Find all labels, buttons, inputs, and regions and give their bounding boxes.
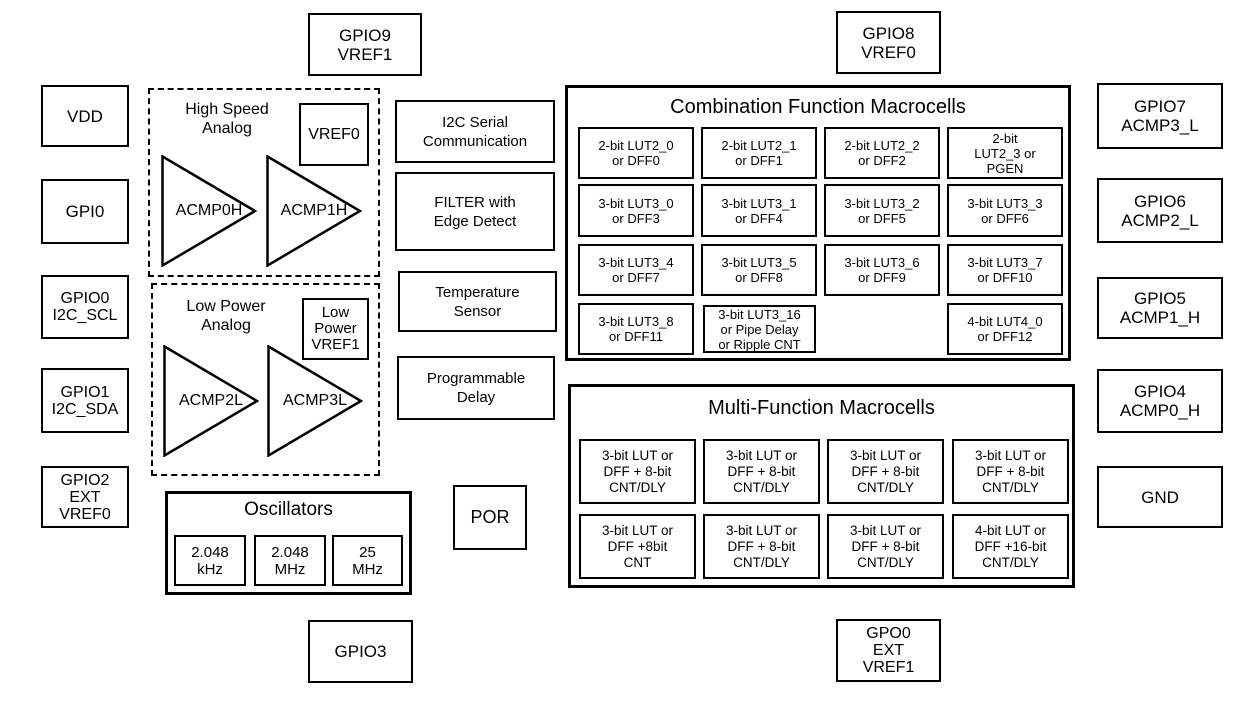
macrocell-lut3-5: 3-bit LUT3_5 or DFF8: [701, 244, 817, 296]
macrocell-lut2-1: 2-bit LUT2_1 or DFF1: [701, 127, 817, 179]
pin-vdd: VDD: [41, 85, 129, 147]
pin-gpio3: GPIO3: [308, 620, 413, 683]
pin-gpio8-vref0: GPIO8 VREF0: [836, 11, 941, 74]
high-speed-analog-section: High Speed Analog VREF0 ACMP0H ACMP1H: [148, 88, 380, 277]
pin-gpi0: GPI0: [41, 179, 129, 244]
i2c-serial-communication-block: I2C Serial Communication: [395, 100, 555, 163]
pin-gnd: GND: [1097, 466, 1223, 528]
macrocell-lut3-3: 3-bit LUT3_3 or DFF6: [947, 184, 1063, 237]
mf-macrocell-3: 3-bit LUT or DFF + 8-bit CNT/DLY: [827, 439, 944, 504]
high-speed-analog-title: High Speed Analog: [185, 101, 269, 137]
mf-macrocell-2: 3-bit LUT or DFF + 8-bit CNT/DLY: [703, 439, 820, 504]
macrocell-lut3-0: 3-bit LUT3_0 or DFF3: [578, 184, 694, 237]
macrocell-lut3-6: 3-bit LUT3_6 or DFF9: [824, 244, 940, 296]
pin-gpio6-acmp2l: GPIO6 ACMP2_L: [1097, 178, 1223, 243]
macrocell-lut2-0: 2-bit LUT2_0 or DFF0: [578, 127, 694, 179]
macrocell-lut3-16: 3-bit LUT3_16 or Pipe Delay or Ripple CN…: [703, 305, 816, 353]
acmp0h-label: ACMP0H: [175, 202, 243, 219]
temperature-sensor-block: Temperature Sensor: [398, 271, 557, 332]
osc-25mhz: 25 MHz: [332, 535, 403, 586]
comparator-triangle-icon: [267, 345, 363, 457]
combination-macrocells-title: Combination Function Macrocells: [670, 96, 966, 118]
mf-macrocell-4: 3-bit LUT or DFF + 8-bit CNT/DLY: [952, 439, 1069, 504]
oscillators-section: Oscillators 2.048 kHz 2.048 MHz 25 MHz: [165, 491, 412, 595]
vref0-block: VREF0: [299, 103, 369, 166]
comparator-triangle-icon: [161, 155, 257, 267]
mf-macrocell-7: 3-bit LUT or DFF + 8-bit CNT/DLY: [827, 514, 944, 579]
mf-macrocell-6: 3-bit LUT or DFF + 8-bit CNT/DLY: [703, 514, 820, 579]
pin-gpio5-acmp1h: GPIO5 ACMP1_H: [1097, 277, 1223, 339]
pin-gpio4-acmp0h: GPIO4 ACMP0_H: [1097, 369, 1223, 433]
macrocell-lut3-4: 3-bit LUT3_4 or DFF7: [578, 244, 694, 296]
acmp1h-comparator: ACMP1H: [266, 155, 362, 267]
pin-gpio0-i2c-scl: GPIO0 I2C_SCL: [41, 275, 129, 339]
mf-macrocell-1: 3-bit LUT or DFF + 8-bit CNT/DLY: [579, 439, 696, 504]
acmp3l-label: ACMP3L: [282, 392, 348, 409]
macrocell-lut3-8: 3-bit LUT3_8 or DFF11: [578, 303, 694, 355]
multifunction-macrocells-title: Multi-Function Macrocells: [708, 397, 935, 419]
comparator-triangle-icon: [163, 345, 259, 457]
filter-edge-detect-block: FILTER with Edge Detect: [395, 172, 555, 251]
pin-gpio2-ext-vref0: GPIO2 EXT VREF0: [41, 466, 129, 528]
low-power-analog-title: Low Power Analog: [186, 298, 266, 334]
pin-gpo0-ext-vref1: GPO0 EXT VREF1: [836, 619, 941, 682]
acmp3l-comparator: ACMP3L: [267, 345, 363, 457]
macrocell-lut2-3-pgen: 2-bit LUT2_3 or PGEN: [947, 127, 1063, 179]
acmp1h-label: ACMP1H: [280, 202, 348, 219]
pin-gpio1-i2c-sda: GPIO1 I2C_SDA: [41, 368, 129, 433]
mf-macrocell-5: 3-bit LUT or DFF +8bit CNT: [579, 514, 696, 579]
macrocell-lut2-2: 2-bit LUT2_2 or DFF2: [824, 127, 940, 179]
mf-macrocell-8: 4-bit LUT or DFF +16-bit CNT/DLY: [952, 514, 1069, 579]
osc-2048mhz: 2.048 MHz: [254, 535, 326, 586]
pin-gpio9-vref1: GPIO9 VREF1: [308, 13, 422, 76]
acmp2l-label: ACMP2L: [178, 392, 244, 409]
comparator-triangle-icon: [266, 155, 362, 267]
oscillators-title: Oscillators: [244, 499, 333, 520]
macrocell-lut4-0: 4-bit LUT4_0 or DFF12: [947, 303, 1063, 355]
por-block: POR: [453, 485, 527, 550]
macrocell-lut3-7: 3-bit LUT3_7 or DFF10: [947, 244, 1063, 296]
combination-macrocells-section: Combination Function Macrocells 2-bit LU…: [565, 85, 1071, 361]
osc-2048khz: 2.048 kHz: [174, 535, 246, 586]
pin-gpio7-acmp3l: GPIO7 ACMP3_L: [1097, 83, 1223, 149]
low-power-vref1-block: Low Power VREF1: [302, 298, 369, 360]
multifunction-macrocells-section: Multi-Function Macrocells 3-bit LUT or D…: [568, 384, 1075, 588]
macrocell-lut3-2: 3-bit LUT3_2 or DFF5: [824, 184, 940, 237]
low-power-analog-section: Low Power Analog Low Power VREF1 ACMP2L …: [151, 283, 380, 476]
macrocell-lut3-1: 3-bit LUT3_1 or DFF4: [701, 184, 817, 237]
programmable-delay-block: Programmable Delay: [397, 356, 555, 420]
acmp0h-comparator: ACMP0H: [161, 155, 257, 267]
acmp2l-comparator: ACMP2L: [163, 345, 259, 457]
